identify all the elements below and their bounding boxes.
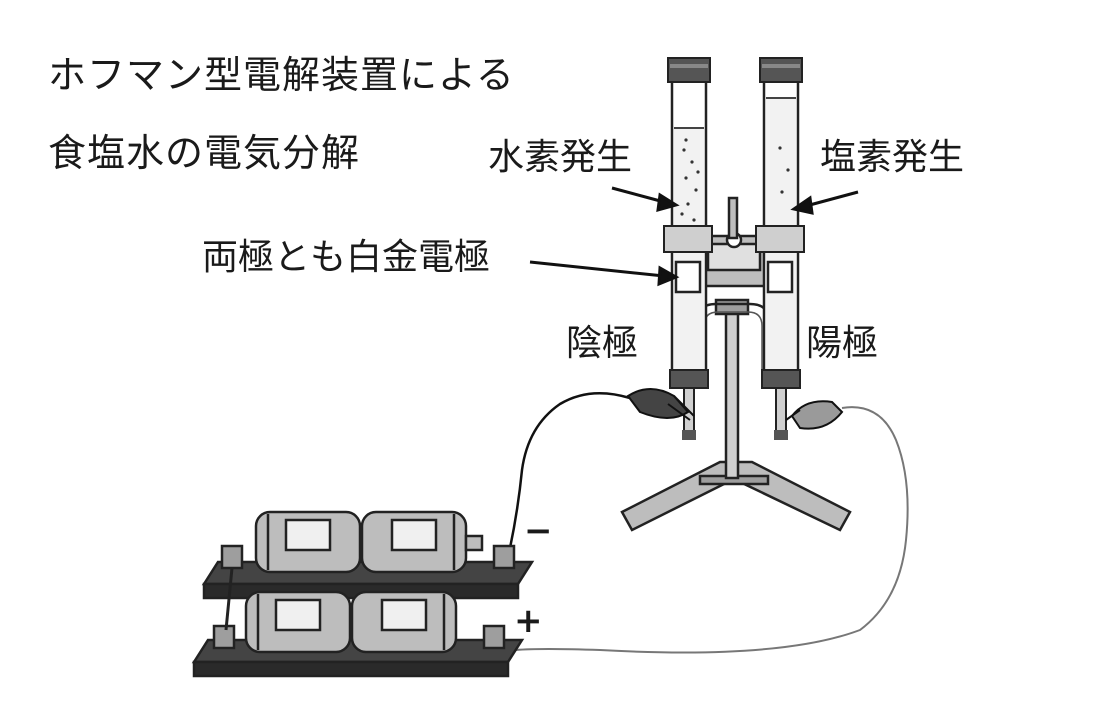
left-electrode-holder xyxy=(674,260,702,294)
stand-base-front xyxy=(698,474,770,486)
right-tube-cap xyxy=(759,57,803,83)
right-electrode-holder xyxy=(766,260,794,294)
right-electrode-terminal xyxy=(775,387,787,437)
minus-sign: − xyxy=(524,511,553,551)
chlorine-label: 塩素発生 xyxy=(820,137,965,178)
left-tube-collar xyxy=(663,225,713,253)
positive-wire xyxy=(515,406,909,654)
cathode-label: 陰極 xyxy=(566,323,639,364)
battery-pack xyxy=(191,510,535,678)
stand xyxy=(620,196,852,532)
anode-label: 陽極 xyxy=(806,323,879,364)
right-tube-collar xyxy=(755,225,805,253)
positive-clip xyxy=(785,400,844,430)
hydrogen-label: 水素発生 xyxy=(488,137,633,178)
stand-rod xyxy=(724,306,740,480)
hydrogen-bubbles xyxy=(680,138,700,222)
battery-lower-right xyxy=(350,590,458,654)
battery-lower-left xyxy=(244,590,352,654)
electrode-arrow xyxy=(529,260,665,278)
chlorine-arrow xyxy=(805,190,859,208)
title-line-1: ホフマン型電解装置による xyxy=(48,53,515,97)
hydrogen-arrow xyxy=(611,186,665,204)
right-tube-bottom-ring xyxy=(761,369,801,389)
left-tube-bottom-ring xyxy=(669,369,709,389)
battery-upper-left xyxy=(254,510,362,574)
chlorine-bubbles xyxy=(778,146,790,194)
battery-upper-right xyxy=(360,510,484,574)
negative-wire xyxy=(508,392,631,549)
battery-terminals xyxy=(212,544,516,650)
electrode-label: 両極とも白金電極 xyxy=(202,237,491,278)
stand-bracket-inner xyxy=(706,242,762,272)
plus-sign: + xyxy=(514,601,543,641)
negative-clip xyxy=(626,388,695,421)
title-line-2: 食塩水の電気分解 xyxy=(48,131,361,175)
right-tube xyxy=(755,57,805,440)
left-tube xyxy=(663,57,713,440)
label-arrows xyxy=(529,186,859,287)
stand-upper-rod xyxy=(727,196,739,240)
left-tube-cap xyxy=(667,57,711,83)
